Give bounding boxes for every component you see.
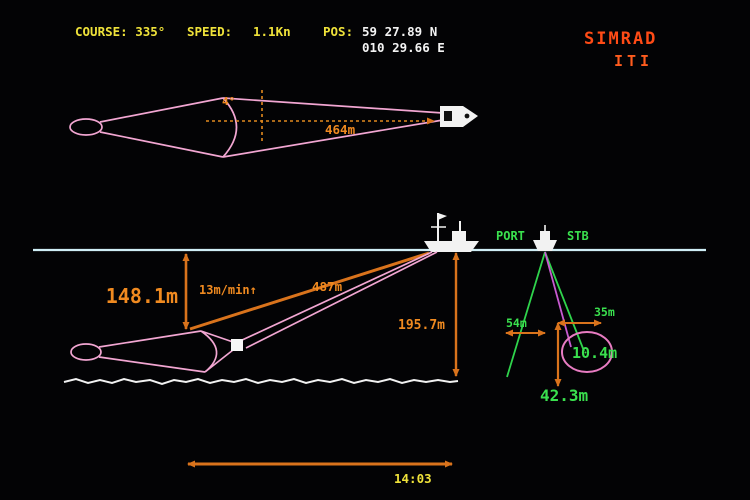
stern-bridge [540, 231, 550, 240]
position-latitude: 59 27.89 N [362, 24, 437, 39]
vessel-icon-topview [440, 106, 478, 127]
warp-length-label: 487m [312, 279, 343, 294]
position-longitude: 010 29.66 E [362, 40, 445, 55]
net-bottom-sideview [98, 356, 206, 373]
trawl-sensor-marker [231, 339, 243, 351]
course-readout: COURSE: 335° [75, 24, 165, 39]
net-body-top-line [99, 97, 224, 123]
brand-model: ITI [614, 52, 653, 70]
stern-hull [533, 240, 557, 251]
bridle-top-sideview [200, 330, 234, 343]
seabed-line [63, 377, 459, 386]
net-top-sideview [98, 330, 202, 348]
codend-topview [69, 118, 103, 136]
door-cable-starboard [544, 251, 585, 352]
speed-value: 1.1Kn [253, 24, 291, 39]
net-distance-label: 464m [325, 122, 356, 137]
vessel-bridge [452, 231, 466, 241]
codend-sideview [70, 343, 102, 361]
warp-top-line [222, 97, 444, 114]
height-value-label: 42.3m [540, 386, 589, 405]
sensor-cable-line [544, 251, 572, 348]
vessel-flag [438, 213, 447, 220]
stern-view-group: PORT STB 54m 35m 10.4m 42.3m [496, 225, 617, 405]
brand-block: SIMRAD ITI [584, 29, 657, 70]
net-mouth-arc-topview [222, 97, 238, 158]
vessel-hull-sideview [424, 241, 479, 252]
trawl-depth-label: 148.1m [106, 284, 178, 308]
depth-rate-label: 13m/min↑ [199, 283, 257, 297]
time-label: 14:03 [394, 471, 432, 486]
port-label: PORT [496, 229, 525, 243]
footer-scale-group: 14:03 [187, 460, 453, 486]
highlight-circle [561, 331, 613, 373]
circled-value-label: 10.4m [572, 344, 617, 362]
brand-name: SIMRAD [584, 29, 657, 49]
stb-label: STB [567, 229, 589, 243]
speed-label: SPEED: [187, 24, 232, 39]
status-bar: COURSE: 335° SPEED: 1.1Kn POS: 59 27.89 … [75, 24, 445, 55]
door-cable-port [506, 251, 546, 378]
warp-bottom-line [222, 119, 444, 158]
spread-left-label: 54m [506, 316, 527, 330]
towline-lower [245, 251, 438, 349]
bottom-depth-label: 195.7m [398, 318, 445, 333]
vessel-icon-sideview [424, 213, 479, 252]
net-mouth-arc-sideview [200, 330, 218, 373]
net-body-bottom-line [99, 131, 224, 158]
warp-length-line [189, 251, 430, 331]
position-label: POS: [323, 24, 353, 39]
spread-right-label: 35m [594, 305, 615, 319]
side-view-group: 148.1m 13m/min↑ 487m 195.7m [33, 213, 706, 386]
trawl-net-sideview [70, 330, 243, 373]
towline-upper [239, 251, 433, 342]
vessel-dot-topview [464, 113, 470, 119]
vessel-icon-sternview [533, 225, 557, 251]
spread-angle-label: 4° [222, 95, 235, 108]
bridle-bottom-sideview [204, 349, 234, 373]
top-view-group: 4° 464m [69, 90, 478, 158]
vessel-detail-topview [444, 111, 452, 121]
